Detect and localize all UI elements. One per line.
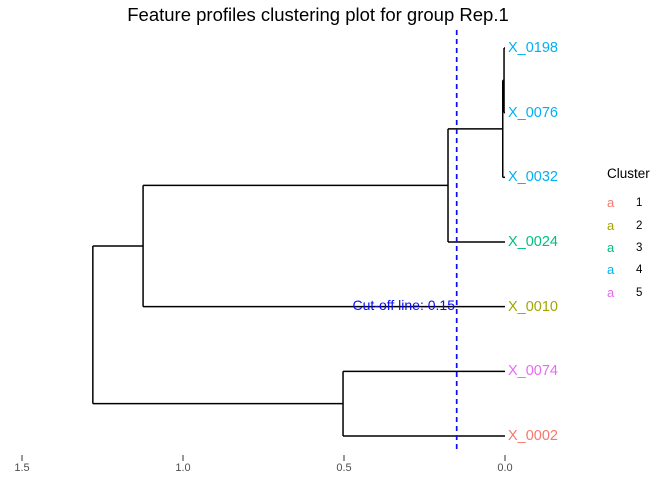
- legend-title: Cluster: [607, 166, 650, 181]
- x-axis-tick-label: 0.0: [497, 462, 513, 474]
- leaf-label: X_0074: [508, 363, 558, 380]
- legend-key-glyph: a: [607, 284, 615, 300]
- leaf-label: X_0010: [508, 298, 558, 315]
- x-axis-tick-label: 1.5: [14, 462, 30, 474]
- leaf-label: X_0076: [508, 104, 558, 121]
- legend-key-glyph: a: [607, 239, 615, 255]
- leaf-label: X_0198: [508, 40, 558, 56]
- x-axis-tick-label: 0.5: [336, 462, 352, 474]
- legend-item-label: 3: [636, 241, 643, 254]
- plot-title: Feature profiles clustering plot for gro…: [127, 4, 509, 25]
- cutoff-line-label: Cut-off line: 0.15: [352, 297, 455, 313]
- legend-item-label: 4: [636, 264, 643, 277]
- legend-key-glyph: a: [607, 195, 615, 211]
- leaf-label: X_0024: [508, 233, 558, 250]
- legend-key-glyph: a: [607, 217, 615, 233]
- x-axis-tick-label: 1.0: [175, 462, 191, 474]
- leaf-label: X_0002: [508, 427, 558, 444]
- legend-item-label: 1: [636, 197, 643, 210]
- legend-item-label: 5: [636, 286, 643, 299]
- legend-key-glyph: a: [607, 262, 615, 278]
- leaf-label: X_0032: [508, 169, 558, 186]
- legend-item-label: 2: [636, 219, 643, 232]
